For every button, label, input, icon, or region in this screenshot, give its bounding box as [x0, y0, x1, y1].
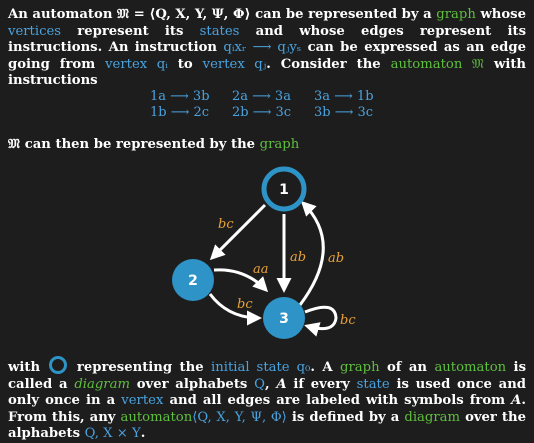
link-vertices[interactable]: vertices	[8, 23, 62, 39]
link-state[interactable]: state	[356, 376, 390, 392]
instruction-formula: qᵢxᵣ ⟶ qⱼyₛ	[223, 40, 302, 55]
automaton-tuple: 𝔐 = ⟨Q, X, Y, Ψ, Φ⟩	[117, 7, 251, 22]
label-edge-3-3: bc	[340, 313, 356, 328]
node-3	[263, 297, 305, 339]
intro-paragraph: An automaton 𝔐 = ⟨Q, X, Y, Ψ, Φ⟩ can be …	[8, 7, 527, 88]
link-initial-state[interactable]: initial state q₀	[211, 360, 311, 375]
link-automaton[interactable]: automaton 𝔐	[390, 56, 485, 72]
label-edge-3-1: ab	[328, 251, 344, 266]
node-3-label: 3	[279, 311, 289, 327]
edge-2-3-bc	[208, 293, 262, 326]
edge-2-3-aa	[213, 268, 269, 293]
link-vertex-qi[interactable]: vertex qᵢ	[105, 56, 168, 72]
edge-3-1	[298, 200, 325, 306]
node-2-label: 2	[188, 273, 198, 289]
node-1-label: 1	[279, 182, 289, 198]
link-diagram[interactable]: diagram	[74, 376, 130, 392]
node-2	[172, 259, 214, 301]
link-states[interactable]: states	[199, 23, 240, 39]
edge-3-3	[304, 305, 338, 337]
link-diagram-2[interactable]: diagram	[404, 409, 461, 425]
label-edge-2-3-aa: aa	[253, 262, 269, 277]
graph-intro: 𝔐 can then be represented by the graph	[8, 137, 300, 152]
link-automaton-3[interactable]: automaton	[120, 409, 193, 425]
link-graph-2[interactable]: graph	[259, 137, 300, 152]
link-vertex-qj[interactable]: vertex qⱼ	[202, 56, 267, 72]
label-edge-1-2: bc	[218, 217, 234, 232]
link-automaton-2[interactable]: automaton	[434, 360, 507, 375]
definition-paragraph: with representing the initial state q₀. …	[8, 356, 526, 443]
node-1	[261, 166, 307, 212]
edge-1-2	[209, 203, 267, 261]
link-vertex[interactable]: vertex	[121, 393, 164, 408]
link-graph[interactable]: graph	[436, 7, 476, 22]
label-edge-2-3-bc: bc	[237, 297, 253, 312]
initial-state-icon	[49, 356, 68, 374]
link-graph-3[interactable]: graph	[340, 360, 380, 375]
label-edge-1-3: ab	[290, 250, 306, 265]
